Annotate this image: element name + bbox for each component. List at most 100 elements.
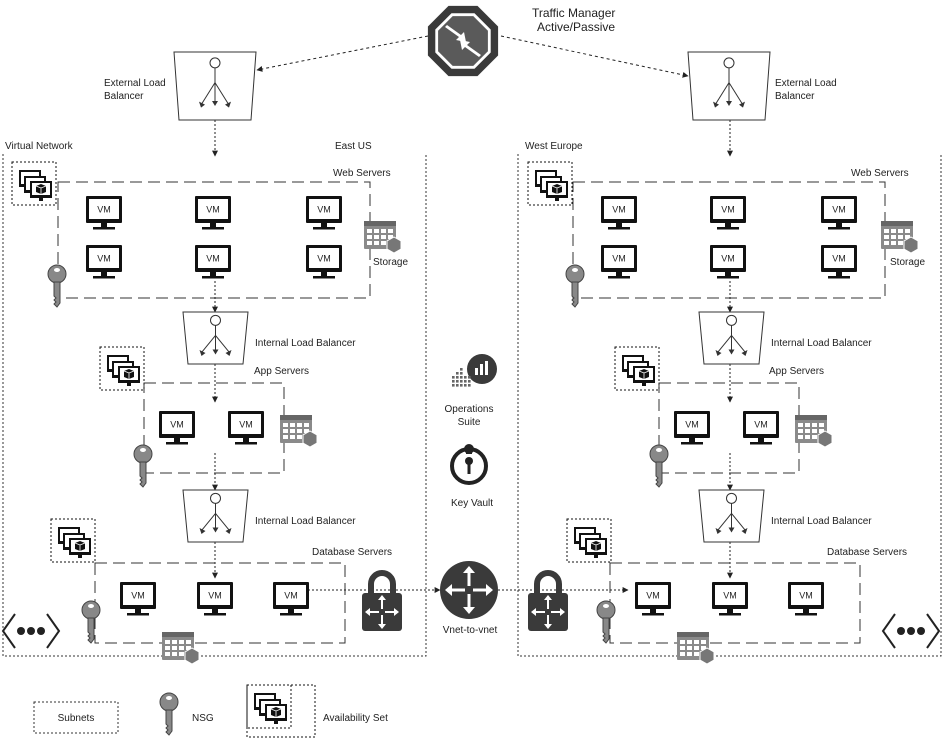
lock-shackle: [534, 570, 562, 593]
storage-cell: [819, 429, 824, 433]
vm-icon[interactable]: VM: [306, 245, 342, 279]
load-balancer-icon[interactable]: [698, 489, 765, 543]
nsg-key-icon[interactable]: [159, 692, 179, 736]
storage-cell: [680, 646, 685, 650]
storage-icon[interactable]: [881, 221, 919, 254]
storage-cell: [812, 429, 817, 433]
nsg-key-icon[interactable]: [565, 264, 585, 308]
monitor-screen: [276, 585, 306, 605]
load-balancer-icon[interactable]: [687, 51, 771, 121]
storage-icon[interactable]: [795, 415, 833, 448]
arrow-head: [365, 608, 370, 616]
key-vault-icon[interactable]: [450, 444, 488, 485]
load-balancer-icon[interactable]: [182, 311, 249, 365]
vm-label: VM: [317, 205, 331, 215]
traffic-manager-icon[interactable]: [427, 5, 499, 77]
vm-icon[interactable]: VM: [120, 582, 156, 616]
nsg-key-icon[interactable]: [81, 600, 101, 644]
vm-label: VM: [723, 591, 737, 601]
storage-cell: [805, 429, 810, 433]
vm-icon[interactable]: VM: [86, 245, 122, 279]
availability-set-icon[interactable]: [527, 161, 573, 206]
vm-icon[interactable]: VM: [635, 582, 671, 616]
load-balancer-icon[interactable]: [173, 51, 257, 121]
load-balancer-icon[interactable]: [182, 489, 249, 543]
nsg-key-icon[interactable]: [649, 444, 669, 488]
lock-icon[interactable]: [528, 570, 568, 631]
lb-arrow: [728, 349, 735, 355]
storage-cell: [304, 423, 309, 427]
monitor-base: [717, 227, 739, 230]
nsg-key-icon[interactable]: [47, 264, 67, 308]
storage-cell: [172, 646, 177, 650]
availability-set-icon[interactable]: [566, 518, 612, 563]
lb-arrow: [199, 349, 206, 356]
vm-icon[interactable]: VM: [712, 582, 748, 616]
vm-icon[interactable]: VM: [821, 245, 857, 279]
monitor-screen: [713, 199, 743, 219]
storage-cell: [290, 435, 295, 439]
router-body: [440, 561, 498, 619]
vm-icon[interactable]: VM: [821, 196, 857, 230]
storage-icon[interactable]: [162, 632, 200, 665]
monitor-screen: [638, 585, 668, 605]
storage-cell: [374, 235, 379, 239]
storage-icon[interactable]: [364, 221, 402, 254]
ellipsis-icon[interactable]: [881, 613, 941, 649]
vm-icon[interactable]: VM: [86, 196, 122, 230]
storage-cell: [186, 646, 191, 650]
router-icon[interactable]: [440, 561, 498, 619]
legend-nsg-label: NSG: [192, 713, 214, 724]
availability-set-icon[interactable]: [50, 518, 96, 563]
vm-icon[interactable]: VM: [601, 245, 637, 279]
lb-node: [726, 492, 737, 504]
legend-availability-label: Availability Set: [323, 713, 388, 724]
lb-arrow: [212, 349, 219, 355]
vm-icon[interactable]: VM: [159, 411, 195, 445]
vm-icon[interactable]: VM: [306, 196, 342, 230]
monitor-base: [719, 613, 741, 616]
monitor-screen: [123, 585, 153, 605]
ellipsis-icon[interactable]: [1, 613, 61, 649]
storage-cell: [381, 229, 386, 233]
stack-neck: [274, 721, 278, 724]
vm-icon[interactable]: VM: [710, 245, 746, 279]
ops-bar: [480, 364, 483, 375]
vm-icon[interactable]: VM: [197, 582, 233, 616]
key-bow: [159, 692, 179, 712]
storage-icon[interactable]: [677, 632, 715, 665]
availability-set-icon[interactable]: [99, 346, 145, 391]
monitor-base: [642, 613, 664, 616]
storage-label: Storage: [373, 257, 408, 268]
storage-header: [280, 415, 312, 420]
key-shaft: [53, 281, 61, 308]
vm-icon[interactable]: VM: [195, 245, 231, 279]
lb-arrow: [741, 527, 748, 534]
dot: [27, 627, 35, 635]
storage-cell: [297, 435, 302, 439]
load-balancer-icon[interactable]: [698, 311, 765, 365]
ops-bar: [485, 361, 488, 375]
storage-header: [795, 415, 827, 420]
vm-icon[interactable]: VM: [788, 582, 824, 616]
nsg-key-icon[interactable]: [596, 600, 616, 644]
lock-arrow: [551, 608, 565, 616]
legend-subnet-sample: [33, 701, 119, 734]
availability-set-icon[interactable]: [614, 346, 660, 391]
app-servers-label: App Servers: [769, 366, 824, 377]
availability-set-icon[interactable]: [246, 684, 292, 729]
vm-icon[interactable]: VM: [273, 582, 309, 616]
availability-set-icon[interactable]: [11, 161, 57, 206]
lock-icon[interactable]: [362, 570, 402, 631]
vm-icon[interactable]: VM: [710, 196, 746, 230]
vm-icon[interactable]: VM: [743, 411, 779, 445]
vm-icon[interactable]: VM: [228, 411, 264, 445]
storage-cell: [819, 423, 824, 427]
vm-icon[interactable]: VM: [601, 196, 637, 230]
vm-icon[interactable]: VM: [674, 411, 710, 445]
monitor-screen: [309, 199, 339, 219]
storage-icon[interactable]: [280, 415, 318, 448]
operations-suite-icon[interactable]: [452, 354, 497, 387]
nsg-key-icon[interactable]: [133, 444, 153, 488]
vm-icon[interactable]: VM: [195, 196, 231, 230]
